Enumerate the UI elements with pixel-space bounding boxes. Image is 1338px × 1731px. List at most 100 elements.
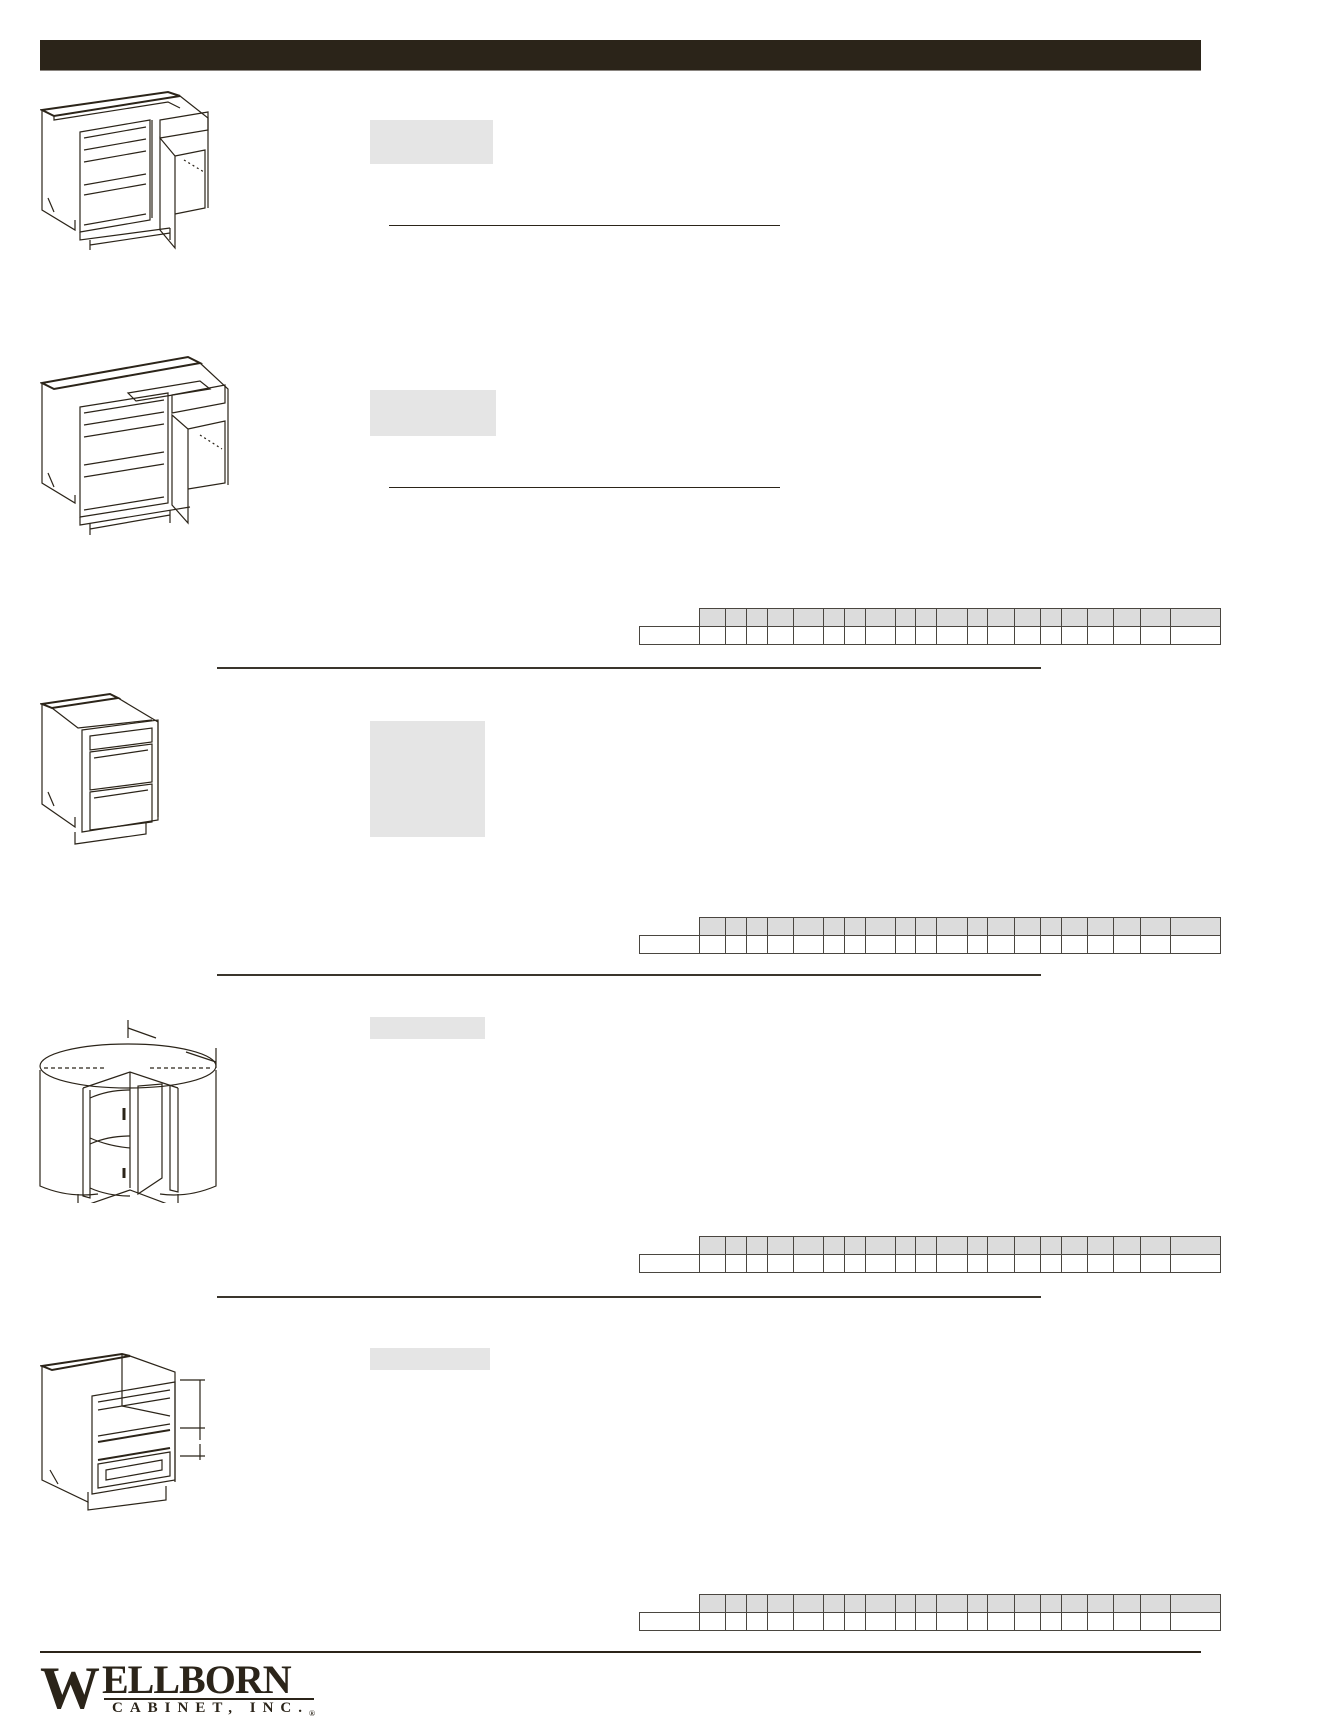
spec-table-header-row — [640, 1594, 1221, 1613]
spec-table-row-label — [639, 626, 700, 645]
spec-table-cell — [766, 1612, 794, 1631]
spec-table-value-row — [639, 935, 1221, 954]
spec-table-header-cell — [935, 917, 968, 936]
spec-table-header-cell — [745, 917, 768, 936]
spec-table-header-cell — [1013, 608, 1041, 627]
spec-table-cell — [1086, 626, 1114, 645]
spec-table-row-label — [639, 935, 700, 954]
spec-table-cell — [792, 1612, 824, 1631]
spec-table-header-cell — [914, 917, 937, 936]
spec-table-header-cell — [1112, 608, 1141, 627]
spec-table-header-cell — [1139, 917, 1171, 936]
spec-table-header-cell — [822, 608, 845, 627]
spec-table-header-cell — [1086, 917, 1114, 936]
spec-table-corner — [640, 918, 700, 936]
spec-table-header-cell — [766, 1236, 794, 1255]
spec-table-cell — [822, 1254, 845, 1273]
spec-table-row-label — [639, 1612, 700, 1631]
spec-table-header-cell — [1112, 917, 1141, 936]
spec-table — [639, 1594, 1221, 1631]
spec-table-cell — [822, 935, 845, 954]
spec-table-cell — [745, 1612, 768, 1631]
section-divider — [217, 974, 1041, 976]
spec-table-cell — [935, 1612, 968, 1631]
logo-subtitle-text: CABINET, INC. — [112, 1700, 309, 1716]
spec-table-cell — [698, 626, 726, 645]
spec-table-header-cell — [843, 608, 866, 627]
spec-table-cell — [1086, 1612, 1114, 1631]
spec-table-header-cell — [822, 1594, 845, 1613]
spec-table-header-cell — [1086, 1594, 1114, 1613]
spec-table-header-cell — [1169, 1594, 1221, 1613]
spec-table-cell — [1112, 626, 1141, 645]
spec-table-cell — [792, 626, 824, 645]
spec-table-header-row — [640, 1236, 1221, 1255]
spec-table-header-cell — [966, 608, 988, 627]
spec-table-cell — [894, 626, 916, 645]
spec-table-cell — [792, 935, 824, 954]
spec-table-header-cell — [1139, 1594, 1171, 1613]
spec-table-header-cell — [766, 608, 794, 627]
spec-table-cell — [822, 1612, 845, 1631]
section-divider — [217, 667, 1041, 669]
spec-table-header-cell — [822, 1236, 845, 1255]
spec-table-cell — [1112, 935, 1141, 954]
spec-box — [370, 390, 496, 436]
spec-table-corner — [640, 609, 700, 627]
spec-table-header-cell — [935, 608, 968, 627]
spec-table-header-cell — [894, 917, 916, 936]
spec-table-cell — [724, 1254, 747, 1273]
spec-table-header-cell — [864, 1594, 896, 1613]
spec-table-header-cell — [986, 917, 1015, 936]
spec-table-cell — [1039, 626, 1062, 645]
spec-table-header-cell — [1039, 608, 1062, 627]
spec-table-cell — [843, 1254, 866, 1273]
spec-table-cell — [1060, 1612, 1088, 1631]
spec-table-cell — [1060, 1254, 1088, 1273]
spec-table-header-cell — [986, 1236, 1015, 1255]
spec-table-header-cell — [724, 1236, 747, 1255]
spec-box — [370, 120, 493, 164]
spec-table-cell — [966, 935, 988, 954]
spec-table-cell — [745, 1254, 768, 1273]
spec-table-cell — [914, 935, 937, 954]
spec-table-header-cell — [843, 1594, 866, 1613]
spec-table-cell — [914, 626, 937, 645]
spec-table-header-cell — [1060, 608, 1088, 627]
spec-table-header-cell — [1060, 1594, 1088, 1613]
spec-table-cell — [1039, 1612, 1062, 1631]
spec-table — [639, 917, 1221, 954]
cabinet-illustration-microwave-base — [40, 1352, 205, 1512]
logo-wordmark: ELLBORN — [102, 1657, 292, 1702]
spec-table-header-cell — [894, 1236, 916, 1255]
spec-table-header-cell — [935, 1236, 968, 1255]
spec-underline — [389, 487, 780, 488]
spec-table-cell — [864, 935, 896, 954]
spec-table-header-cell — [914, 1594, 937, 1613]
spec-table-header-cell — [1060, 917, 1088, 936]
spec-table-cell — [986, 1612, 1015, 1631]
spec-table-header-cell — [1039, 1236, 1062, 1255]
spec-table-cell — [698, 1254, 726, 1273]
spec-table-header-cell — [986, 1594, 1015, 1613]
section-divider — [217, 1296, 1041, 1298]
spec-table-header-cell — [966, 1594, 988, 1613]
spec-table — [639, 608, 1221, 645]
logo-subtitle: CABINET, INC.® — [112, 1700, 315, 1722]
spec-table-cell — [698, 935, 726, 954]
spec-table-header-cell — [1013, 1236, 1041, 1255]
spec-table-cell — [724, 935, 747, 954]
spec-table-cell — [766, 1254, 794, 1273]
spec-table-cell — [1169, 1612, 1221, 1631]
spec-table-cell — [1112, 1612, 1141, 1631]
spec-table-value-row — [639, 626, 1221, 645]
spec-table-header-cell — [724, 917, 747, 936]
spec-table-cell — [935, 626, 968, 645]
spec-table-header-cell — [864, 917, 896, 936]
spec-box — [370, 721, 485, 837]
spec-table-cell — [792, 1254, 824, 1273]
spec-table-header-row — [640, 608, 1221, 627]
spec-table-cell — [1139, 1612, 1171, 1631]
spec-table-header-cell — [724, 608, 747, 627]
spec-table-cell — [1039, 1254, 1062, 1273]
